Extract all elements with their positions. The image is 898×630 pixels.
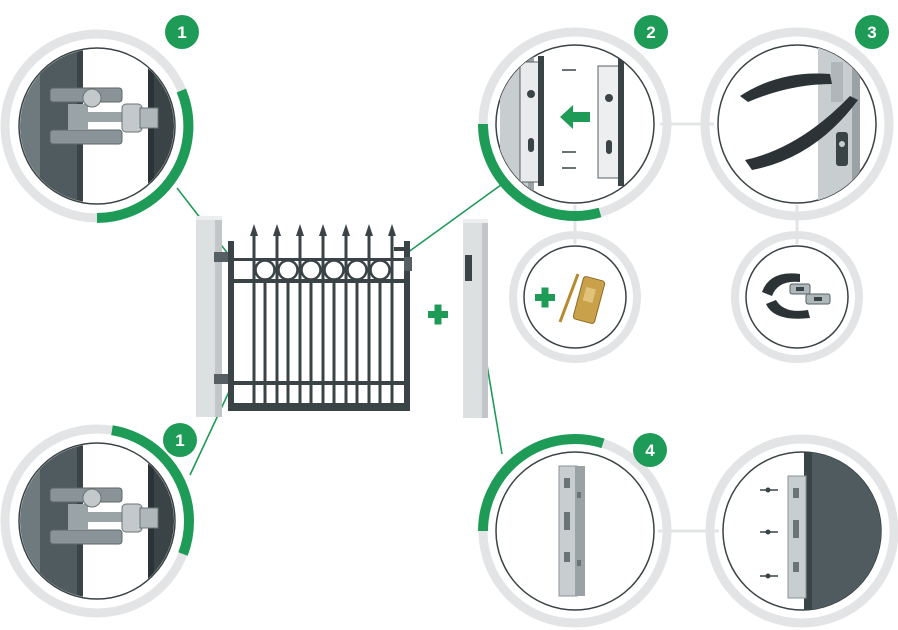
badge-strike: 4 — [645, 441, 655, 460]
badge-lock: 2 — [646, 23, 655, 42]
gate-ring — [256, 261, 275, 280]
hinge-bottom-detail: 1 — [5, 423, 197, 615]
gate-spear-tip — [319, 224, 327, 236]
connector-lines — [177, 182, 505, 475]
gate-ring — [371, 261, 390, 280]
gate-spear-tip — [365, 224, 373, 236]
gate-ring — [279, 261, 298, 280]
cylinder-detail — [513, 235, 637, 359]
gate-spear-tip — [296, 224, 304, 236]
gate-spear-tip — [273, 224, 281, 236]
gate-ring — [348, 261, 367, 280]
gate-short-picket — [356, 283, 359, 403]
gate-short-picket — [310, 283, 313, 403]
lock-detail: 2 — [483, 15, 668, 216]
hinge-top-detail: 1 — [5, 15, 199, 220]
gate-picket — [391, 232, 394, 407]
gate-picket — [253, 232, 256, 407]
gate-short-picket — [264, 283, 267, 403]
gate-picket — [322, 232, 325, 407]
gate-lock-box — [404, 257, 412, 271]
gate-ring — [325, 261, 344, 280]
connector-lock — [407, 182, 505, 253]
handle-set-detail — [735, 235, 859, 359]
gate-short-picket — [287, 283, 290, 403]
gate-spear-tip — [388, 224, 396, 236]
gate-ring — [302, 261, 321, 280]
gate-latch — [394, 247, 408, 251]
gate-picket — [345, 232, 348, 407]
strike-plate-detail: 4 — [483, 433, 667, 623]
gate-picket — [299, 232, 302, 407]
gate-pickets — [250, 224, 396, 407]
strike-mounted-detail — [710, 439, 898, 623]
badge-hinge-bottom: 1 — [175, 431, 184, 450]
latch-post — [463, 219, 488, 418]
gate-short-picket — [333, 283, 336, 403]
gate-picket — [276, 232, 279, 407]
hinge-post — [196, 216, 230, 417]
handle-detail: 3 — [705, 15, 889, 216]
gate-assembly — [196, 216, 488, 418]
gate-spear-tip — [342, 224, 350, 236]
gate-spear-tip — [250, 224, 258, 236]
plus-icon — [428, 305, 448, 325]
badge-handle: 3 — [867, 23, 876, 42]
gate-short-picket — [379, 283, 382, 403]
badge-hinge-top: 1 — [177, 23, 186, 42]
gate-picket — [368, 232, 371, 407]
